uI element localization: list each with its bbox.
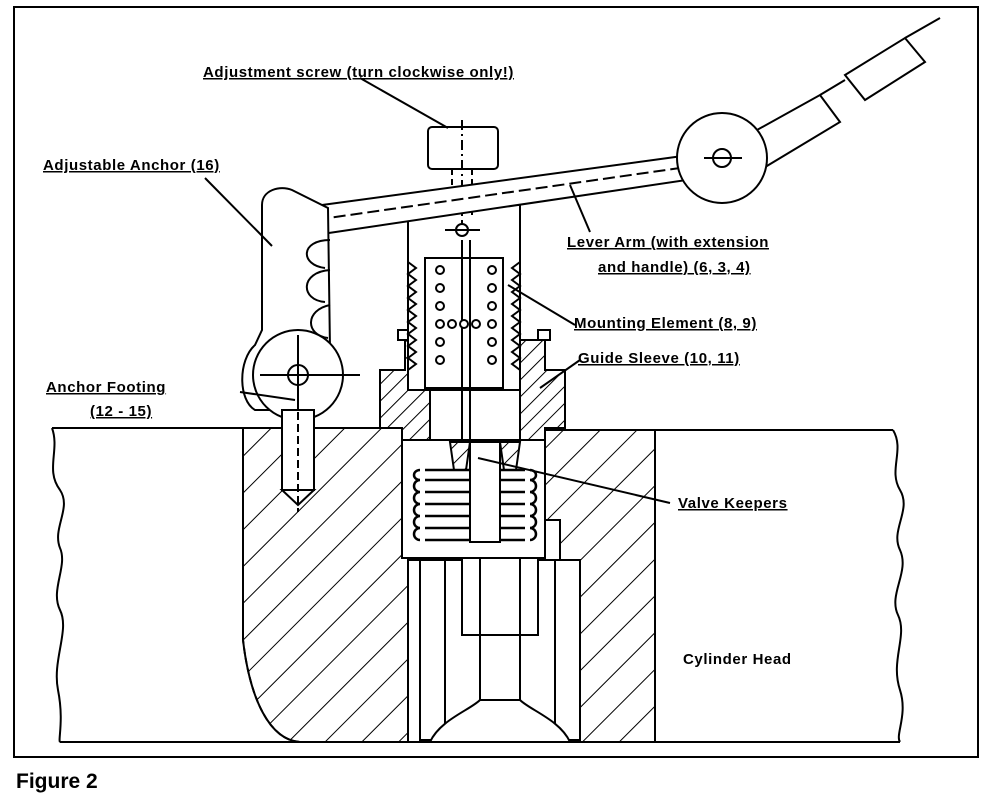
mounting-element-rings xyxy=(435,265,497,365)
label-mounting-element: Mounting Element (8, 9) xyxy=(574,315,757,332)
label-lever-arm-line1: Lever Arm (with extension xyxy=(567,234,769,251)
figure-caption: Figure 2 xyxy=(16,770,98,793)
adjustable-anchor-part xyxy=(241,187,360,512)
valve-keepers-part xyxy=(448,441,522,543)
label-adjustable-anchor: Adjustable Anchor (16) xyxy=(43,157,220,174)
labels: Adjustment screw (turn clockwise only!) … xyxy=(43,64,792,668)
label-lever-arm-line2: and handle) (6, 3, 4) xyxy=(598,259,751,276)
lever-arm xyxy=(283,17,941,240)
label-anchor-footing-line1: Anchor Footing xyxy=(46,379,166,396)
label-cylinder-head: Cylinder Head xyxy=(683,651,792,668)
label-anchor-footing-line2: (12 - 15) xyxy=(90,403,152,420)
label-valve-keepers: Valve Keepers xyxy=(678,495,788,512)
leader-lines xyxy=(204,77,671,504)
valve-guide xyxy=(419,544,581,743)
label-adjustment-screw: Adjustment screw (turn clockwise only!) xyxy=(203,64,514,81)
label-guide-sleeve: Guide Sleeve (10, 11) xyxy=(578,350,740,367)
